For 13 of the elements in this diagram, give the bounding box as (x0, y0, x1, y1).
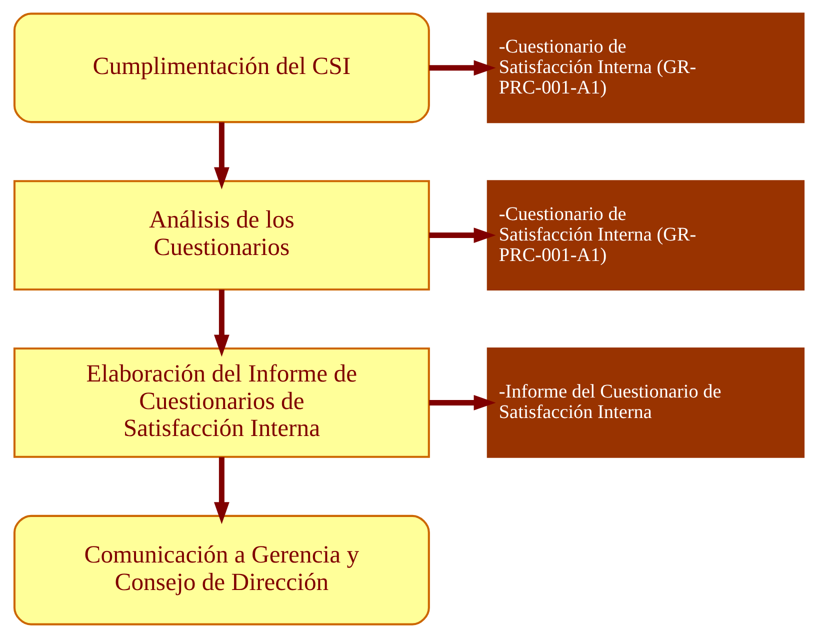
node-box: Análisis de los Cuestionarios (13, 180, 430, 291)
arrow (214, 122, 230, 190)
arrow (214, 457, 230, 524)
arrow (429, 228, 496, 243)
node-box: -Cuestionario de Satisfacción Interna (GR-PRC-001-A1) (486, 180, 805, 291)
node-box: -Informe del Cuestionario de Satisfacción Interna (486, 347, 805, 458)
node-box: -Cuestionario de Satisfacción Interna (GR-PRC-001-A1) (486, 12, 805, 124)
arrow (429, 60, 496, 76)
node-box: Elaboración del Informe de Cuestionarios de Satisfacción Interna (13, 347, 430, 458)
arrow (214, 290, 230, 357)
node-box: Cumplimentación del CSI (13, 12, 430, 124)
arrow (429, 395, 496, 410)
node-box: Comunicación a Gerencia y Consejo de Dirección (13, 514, 430, 626)
